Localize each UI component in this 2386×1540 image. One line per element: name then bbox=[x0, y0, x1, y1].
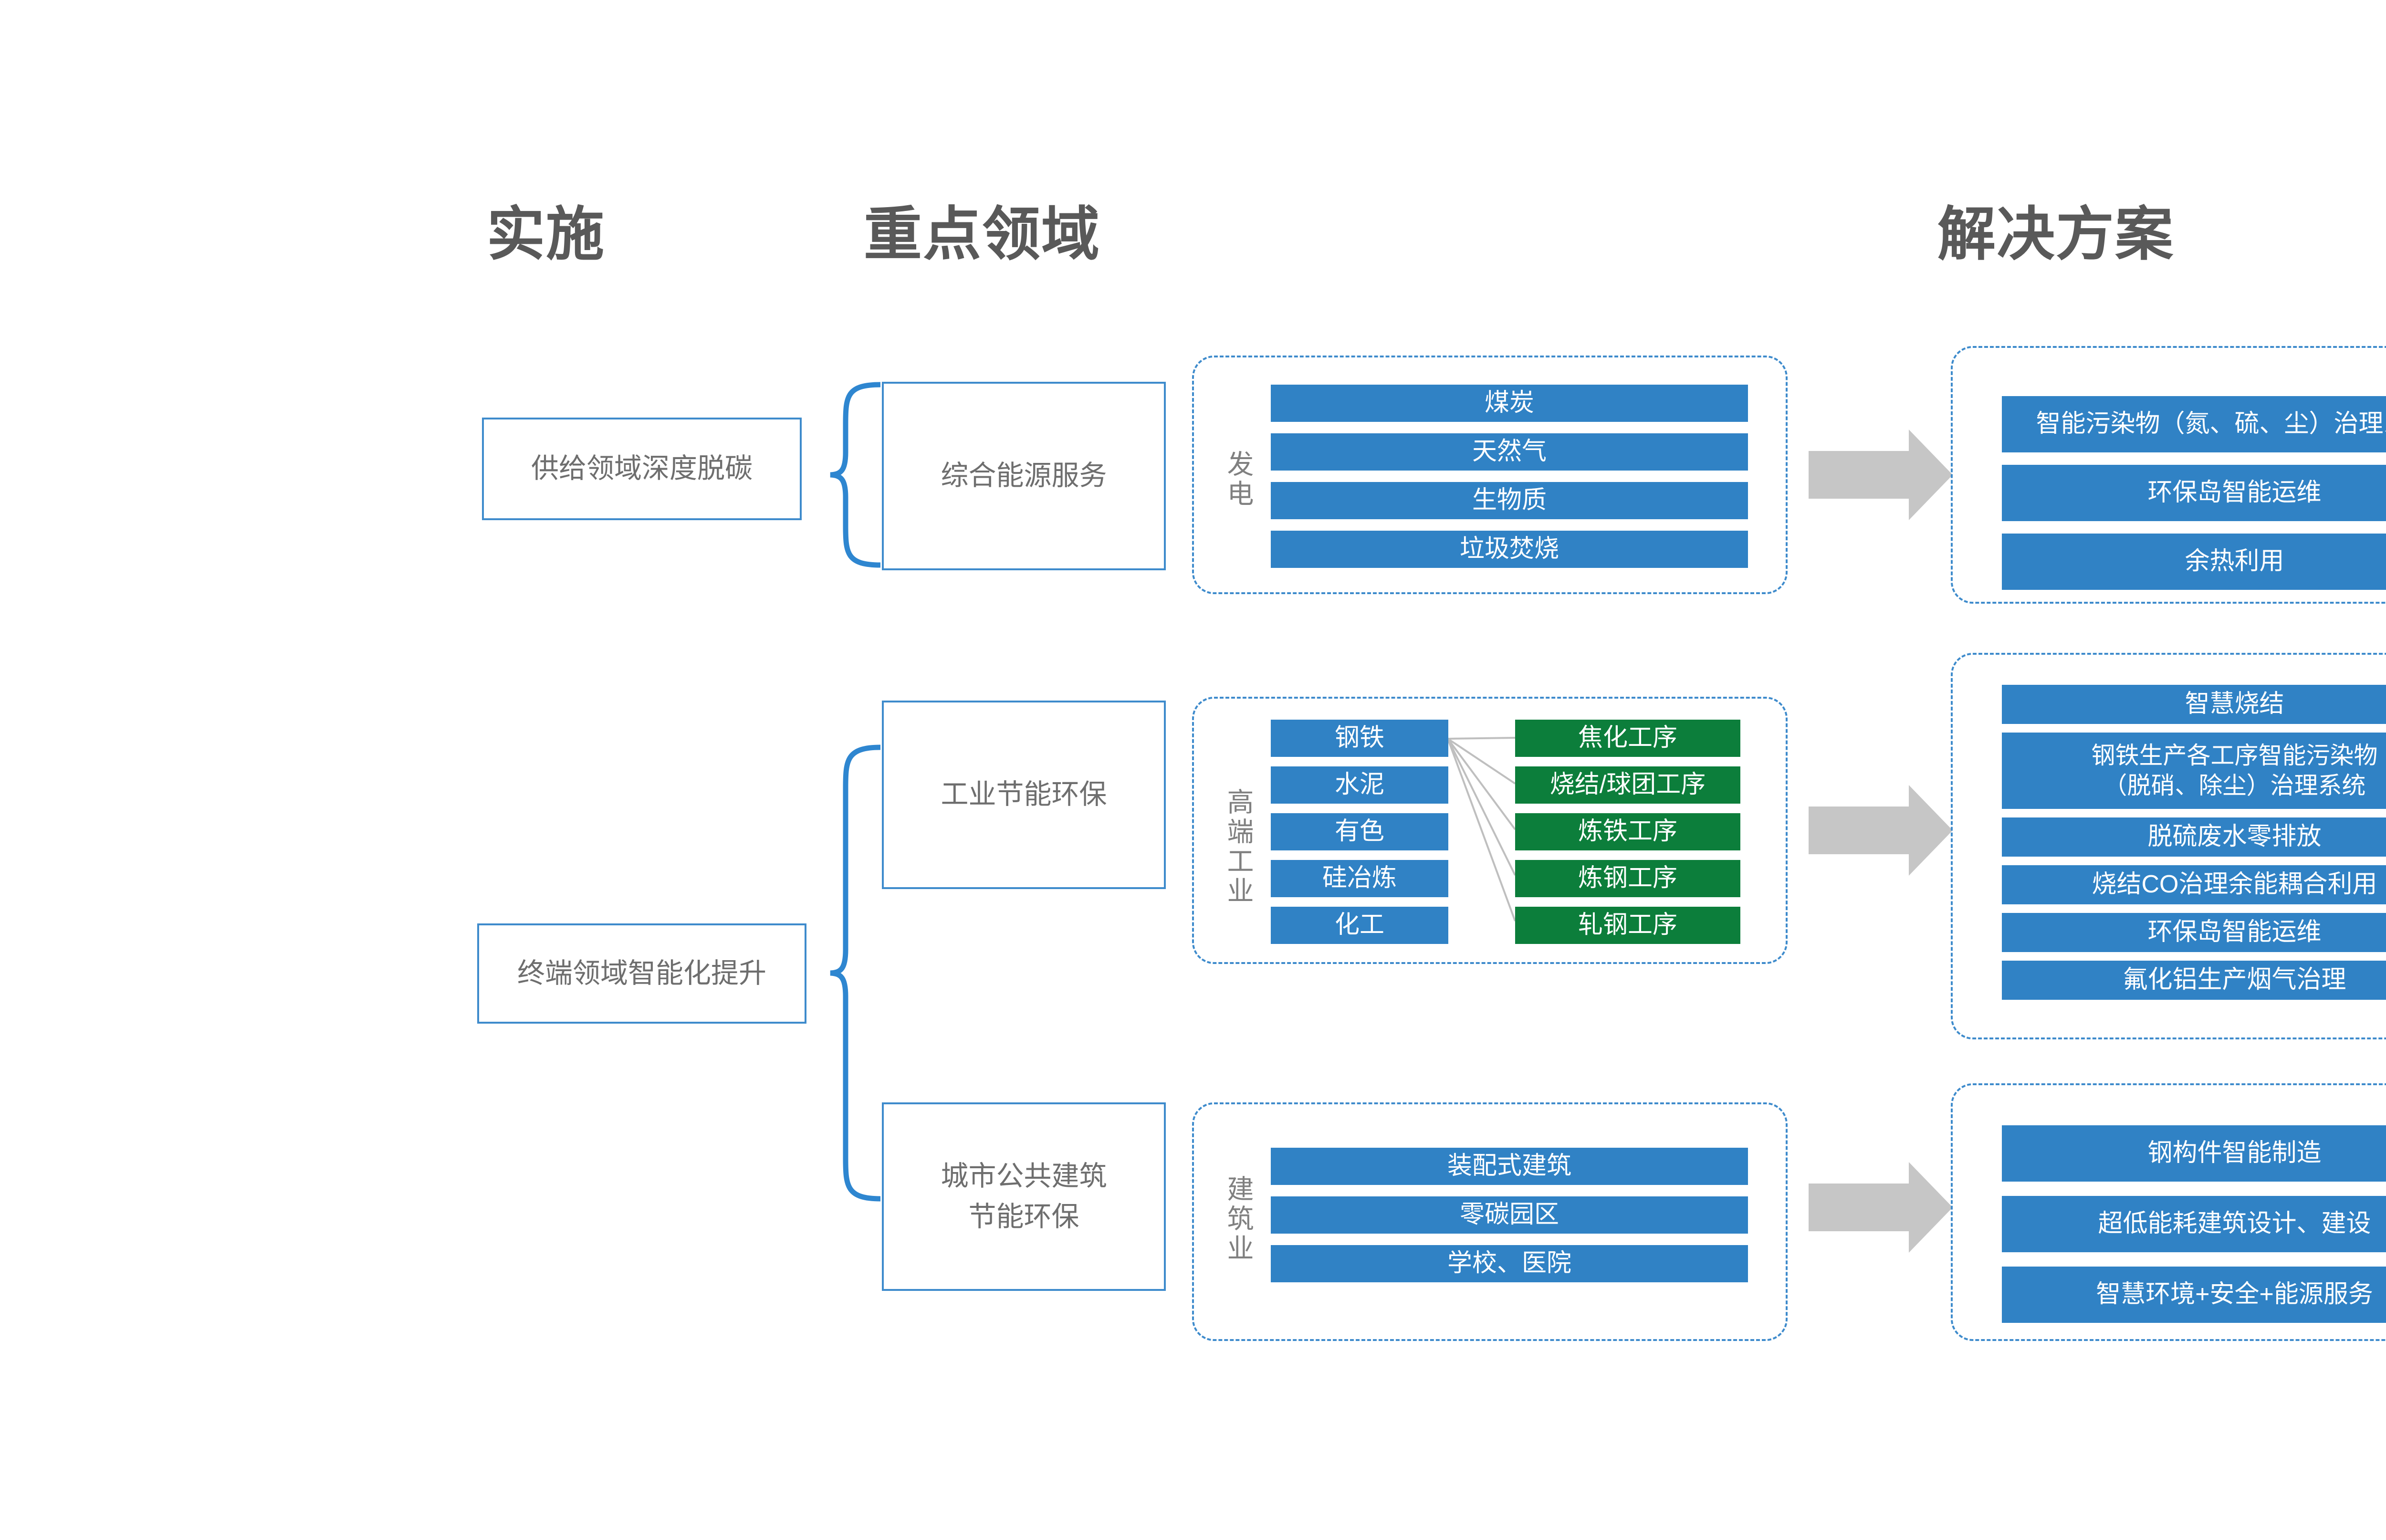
column-header-solutions: 解决方案 bbox=[1937, 202, 2174, 267]
chip-process-coking[interactable]: 焦化工序 bbox=[1515, 720, 1740, 757]
solution-industry-desulfurization-zero-discharge[interactable]: 脱硫废水零排放 bbox=[2002, 817, 2386, 857]
key-area-box-industrial-energy-saving[interactable]: 工业节能环保 bbox=[882, 701, 1166, 889]
sector-label-high-end-industry: 高端工业 bbox=[1224, 788, 1254, 906]
panel-power-generation bbox=[1192, 356, 1788, 594]
solution-building-smart-env-safety-energy[interactable]: 智慧环境+安全+能源服务 bbox=[2002, 1267, 2386, 1323]
panel-solutions-building bbox=[1951, 1083, 2386, 1341]
chip-industry-nonferrous[interactable]: 有色 bbox=[1271, 813, 1448, 850]
panel-solutions-power bbox=[1951, 346, 2386, 604]
arrow-industry bbox=[1809, 785, 1953, 876]
column-header-implementation: 实施 bbox=[487, 202, 605, 267]
key-area-box-urban-public-building[interactable]: 城市公共建筑 节能环保 bbox=[882, 1102, 1166, 1291]
sector-label-power-generation: 发电 bbox=[1224, 450, 1254, 509]
chip-industry-cement[interactable]: 水泥 bbox=[1271, 766, 1448, 804]
solution-building-steel-component-manufacturing[interactable]: 钢构件智能制造 bbox=[2002, 1125, 2386, 1182]
chip-building-zero-carbon-park[interactable]: 零碳园区 bbox=[1271, 1196, 1748, 1234]
chip-industry-silicon-smelting[interactable]: 硅冶炼 bbox=[1271, 860, 1448, 897]
solution-industry-sintering-co-energy-coupling[interactable]: 烧结CO治理余能耦合利用 bbox=[2002, 865, 2386, 904]
solution-industry-aluminium-fluoride-flue-gas[interactable]: 氟化铝生产烟气治理 bbox=[2002, 961, 2386, 1000]
panel-construction-industry bbox=[1192, 1102, 1788, 1341]
solution-industry-env-island-ops[interactable]: 环保岛智能运维 bbox=[2002, 913, 2386, 952]
column-header-key-areas: 重点领域 bbox=[864, 202, 1100, 267]
chip-industry-steel[interactable]: 钢铁 bbox=[1271, 720, 1448, 757]
chip-process-ironmaking[interactable]: 炼铁工序 bbox=[1515, 813, 1740, 850]
brace-terminal-side bbox=[830, 744, 881, 1202]
chip-power-fuel-waste-incineration[interactable]: 垃圾焚烧 bbox=[1271, 531, 1748, 568]
arrow-building bbox=[1809, 1162, 1953, 1253]
solution-industry-steel-pollutant-system[interactable]: 钢铁生产各工序智能污染物 （脱硝、除尘）治理系统 bbox=[2002, 733, 2386, 809]
chip-industry-chemical[interactable]: 化工 bbox=[1271, 907, 1448, 944]
chip-process-rolling[interactable]: 轧钢工序 bbox=[1515, 907, 1740, 944]
solution-power-pollutant-control-system[interactable]: 智能污染物（氮、硫、尘）治理系统 bbox=[2002, 396, 2386, 452]
chip-process-steelmaking[interactable]: 炼钢工序 bbox=[1515, 860, 1740, 897]
chip-power-fuel-biomass[interactable]: 生物质 bbox=[1271, 482, 1748, 519]
arrow-power-generation bbox=[1809, 430, 1953, 520]
key-area-box-integrated-energy-service[interactable]: 综合能源服务 bbox=[882, 382, 1166, 570]
solution-power-env-island-ops[interactable]: 环保岛智能运维 bbox=[2002, 465, 2386, 521]
implementation-box-supply-side[interactable]: 供给领域深度脱碳 bbox=[482, 418, 802, 520]
solution-building-ultra-low-energy-design[interactable]: 超低能耗建筑设计、建设 bbox=[2002, 1196, 2386, 1252]
chip-process-sintering-pelletizing[interactable]: 烧结/球团工序 bbox=[1515, 766, 1740, 804]
solution-power-waste-heat-utilization[interactable]: 余热利用 bbox=[2002, 534, 2386, 590]
panel-solutions-industry bbox=[1951, 653, 2386, 1039]
solution-industry-smart-sintering[interactable]: 智慧烧结 bbox=[2002, 685, 2386, 724]
chip-building-school-hospital[interactable]: 学校、医院 bbox=[1271, 1245, 1748, 1282]
brace-supply-side bbox=[830, 382, 881, 568]
sector-label-construction-industry: 建筑业 bbox=[1224, 1175, 1254, 1264]
implementation-box-terminal-side[interactable]: 终端领域智能化提升 bbox=[477, 923, 806, 1024]
panel-high-end-industry bbox=[1192, 697, 1788, 964]
chip-power-fuel-coal[interactable]: 煤炭 bbox=[1271, 385, 1748, 422]
chip-building-prefabricated[interactable]: 装配式建筑 bbox=[1271, 1148, 1748, 1185]
chip-power-fuel-natural-gas[interactable]: 天然气 bbox=[1271, 433, 1748, 471]
